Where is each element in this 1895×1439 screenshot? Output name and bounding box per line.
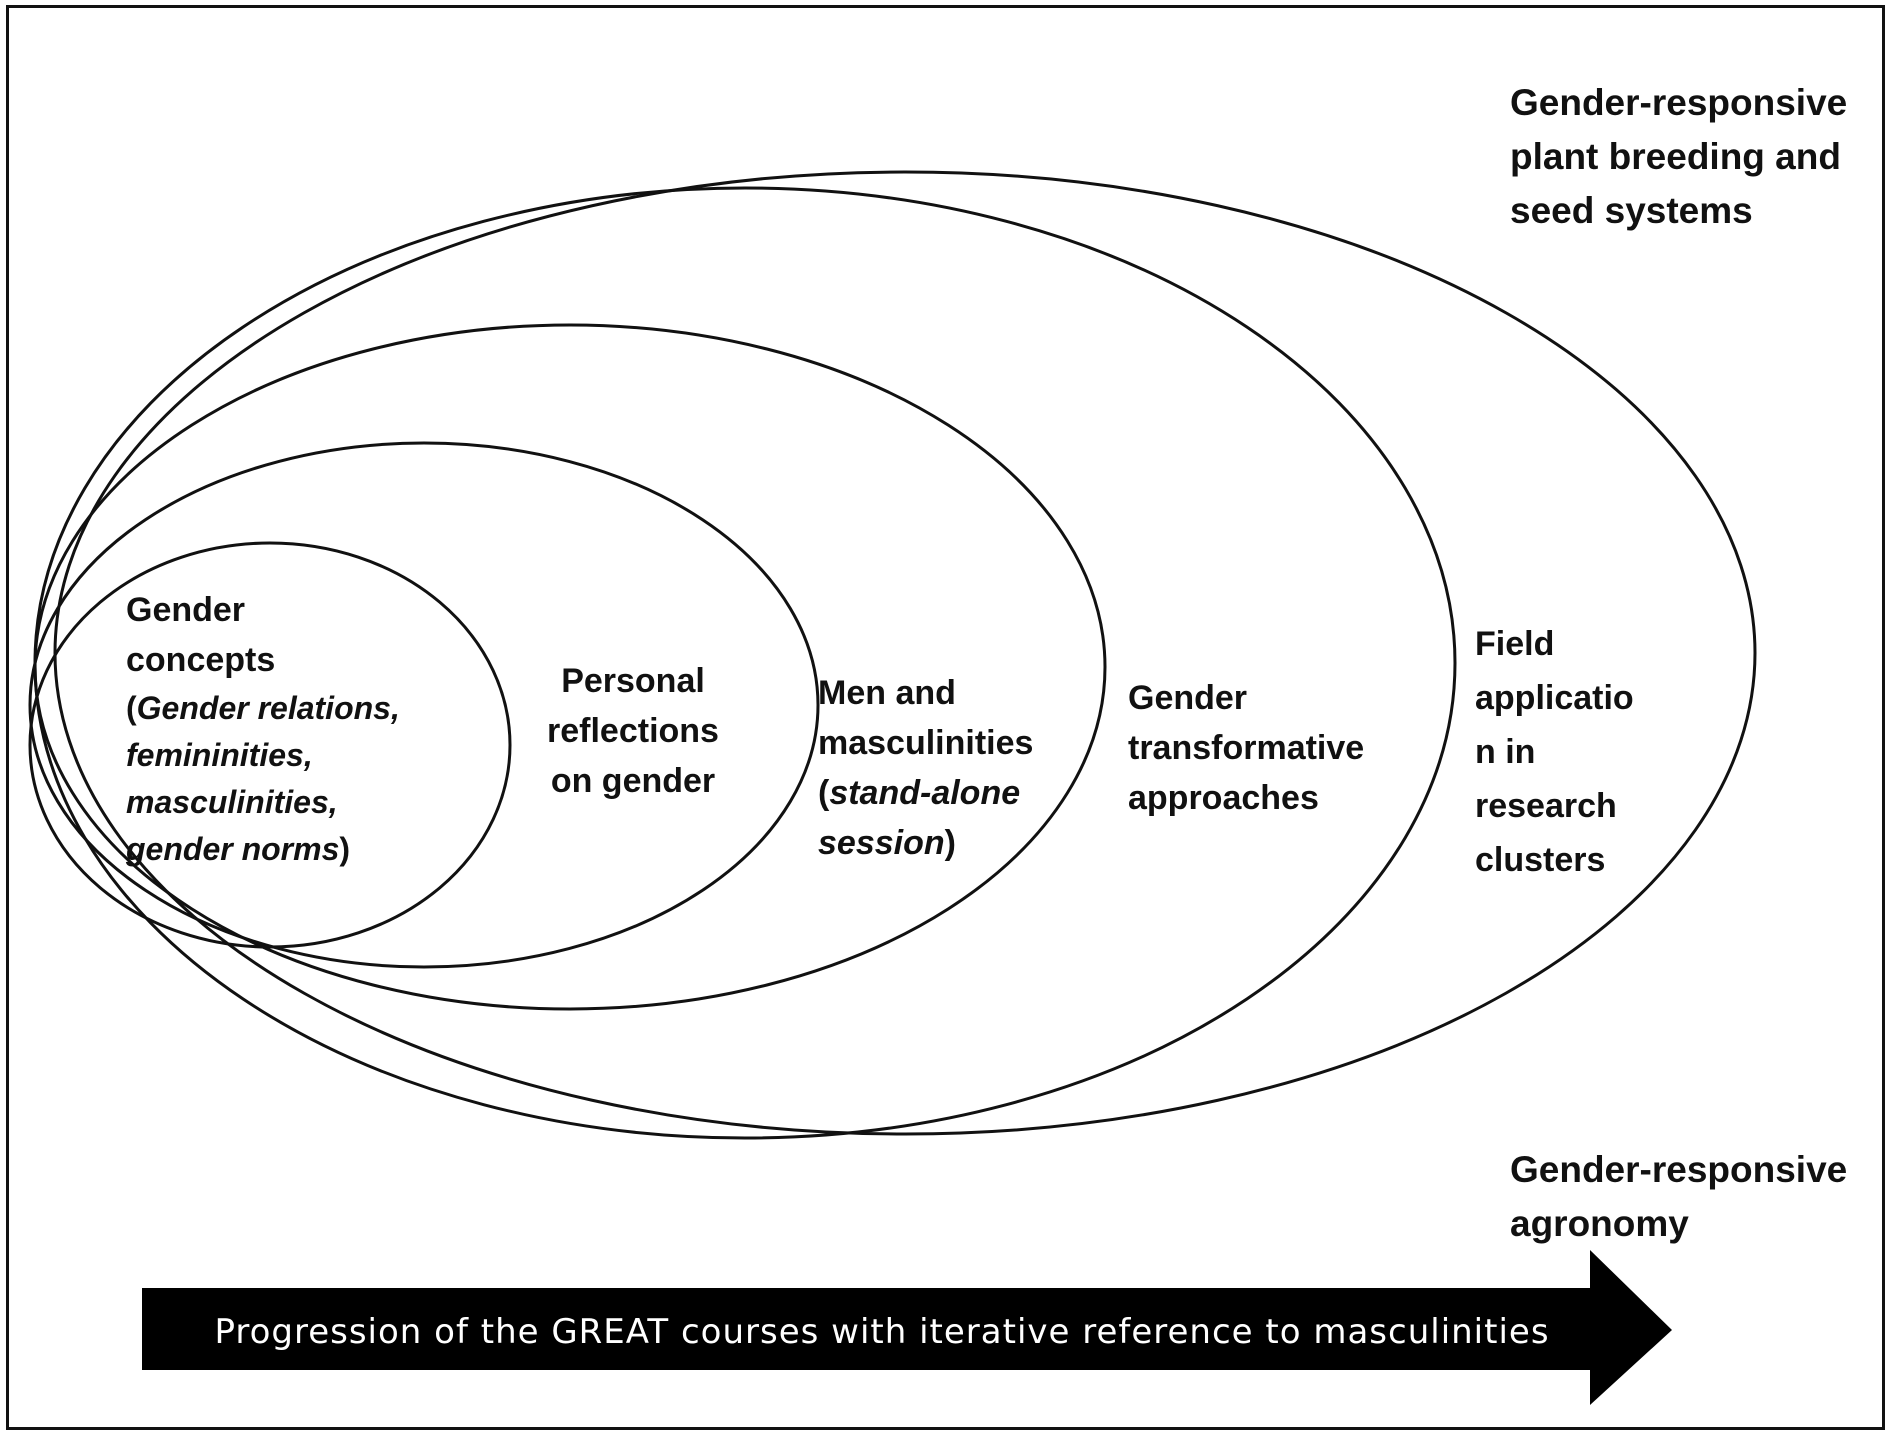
label-gender-transformative: Gender transformative approaches: [1128, 673, 1364, 823]
label-field-application: Field applicatio n in research clusters: [1475, 617, 1634, 887]
label-line: session): [818, 818, 1033, 868]
label-line: seed systems: [1510, 190, 1753, 231]
label-line: Gender-responsive: [1510, 82, 1848, 123]
label-gender-concepts: Gender concepts (Gender relations, femin…: [126, 585, 400, 873]
label-line: Field: [1475, 625, 1555, 663]
label-line: applicatio: [1475, 679, 1634, 717]
label-line: research: [1475, 787, 1617, 825]
label-line: on gender: [550, 762, 716, 800]
ring-gender-concepts: [28, 541, 512, 949]
label-line: Personal: [561, 662, 705, 700]
label-line: agronomy: [1510, 1203, 1689, 1244]
italic-text: Gender relations,: [136, 690, 400, 726]
label-line: n in: [1475, 733, 1536, 771]
progression-arrow: [142, 1250, 1672, 1405]
label-line: masculinities: [818, 724, 1034, 762]
ring-personal-reflections: [28, 441, 820, 969]
label-line: Gender-responsive: [1510, 1149, 1848, 1190]
label-line: Men and: [818, 674, 956, 712]
label-line: transformative: [1128, 729, 1365, 767]
label-line: (stand-alone: [818, 768, 1033, 818]
label-line: plant breeding and: [1510, 136, 1841, 177]
progression-arrow-label: Progression of the GREAT courses with it…: [214, 1312, 1550, 1352]
label-line: reflections: [547, 712, 719, 750]
label-line: concepts: [126, 641, 276, 679]
open-paren: (: [126, 690, 137, 726]
italic-text: stand-alone: [829, 774, 1021, 812]
label-line: (Gender relations,: [126, 685, 400, 732]
close-paren: ): [944, 824, 956, 862]
label-personal-reflections: Personal reflections on gender: [538, 656, 728, 806]
close-paren: ): [339, 831, 351, 867]
italic-text: session: [818, 824, 945, 862]
italic-text: gender norms: [126, 831, 340, 867]
label-men-masculinities: Men and masculinities (stand-alone sessi…: [818, 668, 1033, 868]
label-line: clusters: [1475, 841, 1606, 879]
label-line: gender norms): [126, 826, 400, 873]
open-paren: (: [818, 774, 830, 812]
label-line: femininities,: [126, 737, 313, 773]
label-line: Gender: [126, 591, 246, 629]
label-line: approaches: [1128, 779, 1319, 817]
label-plant-breeding: Gender-responsive plant breeding and see…: [1510, 76, 1847, 238]
label-line: masculinities,: [126, 784, 338, 820]
label-line: Gender: [1128, 679, 1248, 717]
diagram-frame: [6, 5, 1885, 1430]
label-agronomy: Gender-responsive agronomy: [1510, 1143, 1847, 1251]
